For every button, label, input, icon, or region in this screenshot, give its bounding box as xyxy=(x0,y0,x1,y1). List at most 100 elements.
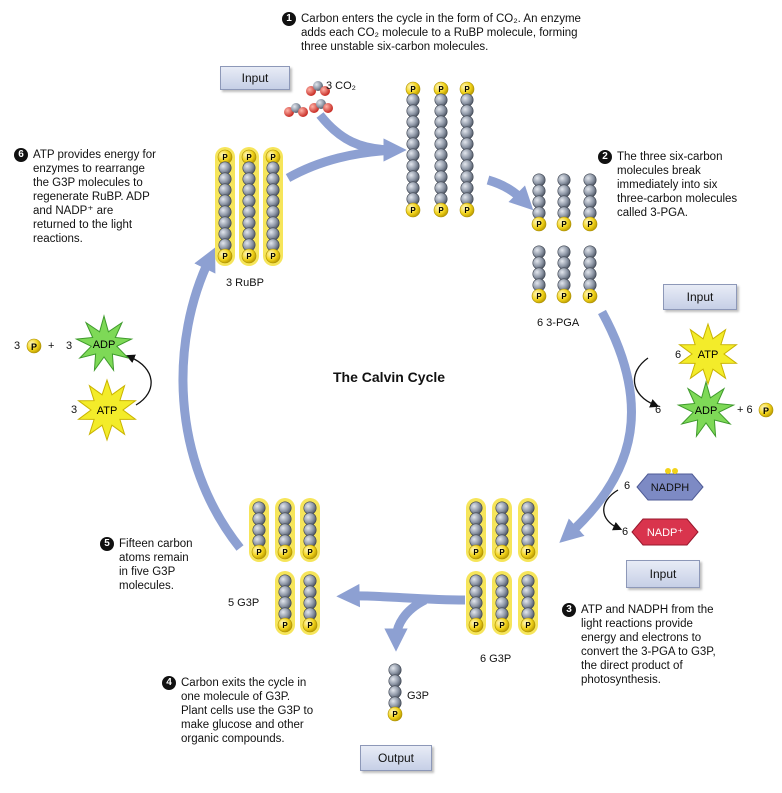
phosphate-label: P xyxy=(536,292,542,301)
phosphate-ball xyxy=(520,544,536,560)
carbon-ball xyxy=(242,205,256,219)
step-number-badge: 4 xyxy=(162,676,176,690)
phosphate-ball xyxy=(433,202,449,218)
step-line: molecules. xyxy=(119,580,174,592)
carbon-ball xyxy=(460,181,474,195)
carbon-ball xyxy=(434,115,448,129)
adp-label-left: ADP xyxy=(93,339,116,351)
carbon-ball xyxy=(557,184,571,198)
input-co2-button[interactable]: Input xyxy=(220,66,290,90)
carbon-ball xyxy=(495,596,509,610)
step-line: The three six-carbon xyxy=(617,151,723,163)
carbon-ball xyxy=(218,183,232,197)
phosphate-label: P xyxy=(392,710,398,719)
step-4-annotation: 4 Carbon exits the cycle in one molecule… xyxy=(162,676,362,746)
plus-sign: + xyxy=(48,340,55,352)
carbon-ball xyxy=(460,159,474,173)
step-line: the G3P molecules to xyxy=(33,177,143,189)
phosphate-label: P xyxy=(307,548,313,557)
carbon-ball xyxy=(218,194,232,208)
phosphate-ball xyxy=(302,617,318,633)
phosphate-ball xyxy=(556,288,572,304)
phosphate-label: P xyxy=(246,252,252,261)
step-line: ATP and NADPH from the xyxy=(581,604,714,616)
step-line: adds each CO₂ molecule to a RuBP molecul… xyxy=(301,27,578,39)
arrow-co2-to-six-carbon xyxy=(316,112,407,162)
step-line: Carbon exits the cycle in xyxy=(181,677,307,689)
step-line: immediately into six xyxy=(617,179,718,191)
carbon-ball xyxy=(495,585,509,599)
output-g3p-button[interactable]: Output xyxy=(360,745,432,771)
step-3-annotation: 3 ATP and NADPH from the light reactions… xyxy=(562,603,772,687)
arrow-rubp-to-six-carbon xyxy=(285,145,396,182)
phosphate-label: P xyxy=(410,85,416,94)
input-nadph-button[interactable]: Input xyxy=(626,560,700,588)
phosphate-ball xyxy=(277,617,293,633)
step-line: light reactions provide xyxy=(581,618,693,630)
carbon-ball xyxy=(532,184,546,198)
phosphate-3-count: 3 xyxy=(14,340,21,352)
step-line: convert the 3-PGA to G3P, xyxy=(581,646,716,658)
carbon-ball xyxy=(303,501,317,515)
arrow-nadph-to-nadp xyxy=(603,489,623,531)
carbon-ball xyxy=(469,501,483,515)
carbon-ball xyxy=(557,245,571,259)
carbon-ball xyxy=(278,585,292,599)
step-line: atoms remain xyxy=(119,552,189,564)
arrow-atp-to-adp-left xyxy=(125,354,152,406)
carbon-ball xyxy=(469,585,483,599)
phosphate-label: P xyxy=(307,621,313,630)
phosphate-label: P xyxy=(282,621,288,630)
phosphate-ball xyxy=(459,202,475,218)
carbon-ball xyxy=(495,501,509,515)
carbon-ball xyxy=(583,184,597,198)
atp-label-left: ATP xyxy=(97,405,118,417)
step-line: in five G3P xyxy=(119,566,176,578)
nadph-label: NADPH xyxy=(651,482,690,494)
phosphate-label: P xyxy=(499,621,505,630)
phosphate-label: P xyxy=(270,153,276,162)
carbon-ball xyxy=(252,523,266,537)
carbon-ball xyxy=(406,115,420,129)
carbon-ball xyxy=(469,512,483,526)
input-atp-button[interactable]: Input xyxy=(663,284,737,310)
arrow-g3p-to-five-g3p xyxy=(336,583,466,608)
carbon-ball xyxy=(406,93,420,107)
carbon-ball xyxy=(266,194,280,208)
phosphate-ball xyxy=(251,544,267,560)
step-line: photosynthesis. xyxy=(581,674,661,686)
carbon-ball xyxy=(303,512,317,526)
phosphate-label: P xyxy=(410,206,416,215)
carbon-ball xyxy=(495,512,509,526)
carbon-ball xyxy=(303,596,317,610)
phosphate-label: P xyxy=(587,220,593,229)
carbon-ball xyxy=(218,216,232,230)
step-number-badge: 5 xyxy=(100,537,114,551)
g3p-output-label: G3P xyxy=(407,690,430,702)
carbon-ball xyxy=(406,181,420,195)
carbon-ball xyxy=(521,596,535,610)
phosphate-label: P xyxy=(246,153,252,162)
phosphate-label: P xyxy=(438,85,444,94)
carbon-ball xyxy=(532,173,546,187)
carbon-ball xyxy=(460,104,474,118)
carbon-ball xyxy=(303,523,317,537)
carbon-ball xyxy=(469,523,483,537)
step-line: the direct product of xyxy=(581,660,683,672)
carbon-ball xyxy=(460,93,474,107)
carbon-ball xyxy=(557,195,571,209)
co2-molecule xyxy=(309,99,333,113)
arrow-pga-to-g3p xyxy=(559,309,637,543)
carbon-ball xyxy=(303,574,317,588)
phosphate-label: P xyxy=(464,206,470,215)
carbon-ball xyxy=(460,126,474,140)
phosphate-ball xyxy=(531,288,547,304)
phosphate-label: P xyxy=(473,548,479,557)
phosphate-single-right: P xyxy=(758,402,774,418)
phosphate-label: P xyxy=(525,548,531,557)
carbon-ball xyxy=(252,501,266,515)
carbon-ball xyxy=(521,512,535,526)
phosphate-label: P xyxy=(473,621,479,630)
phosphate-ball xyxy=(387,706,403,722)
